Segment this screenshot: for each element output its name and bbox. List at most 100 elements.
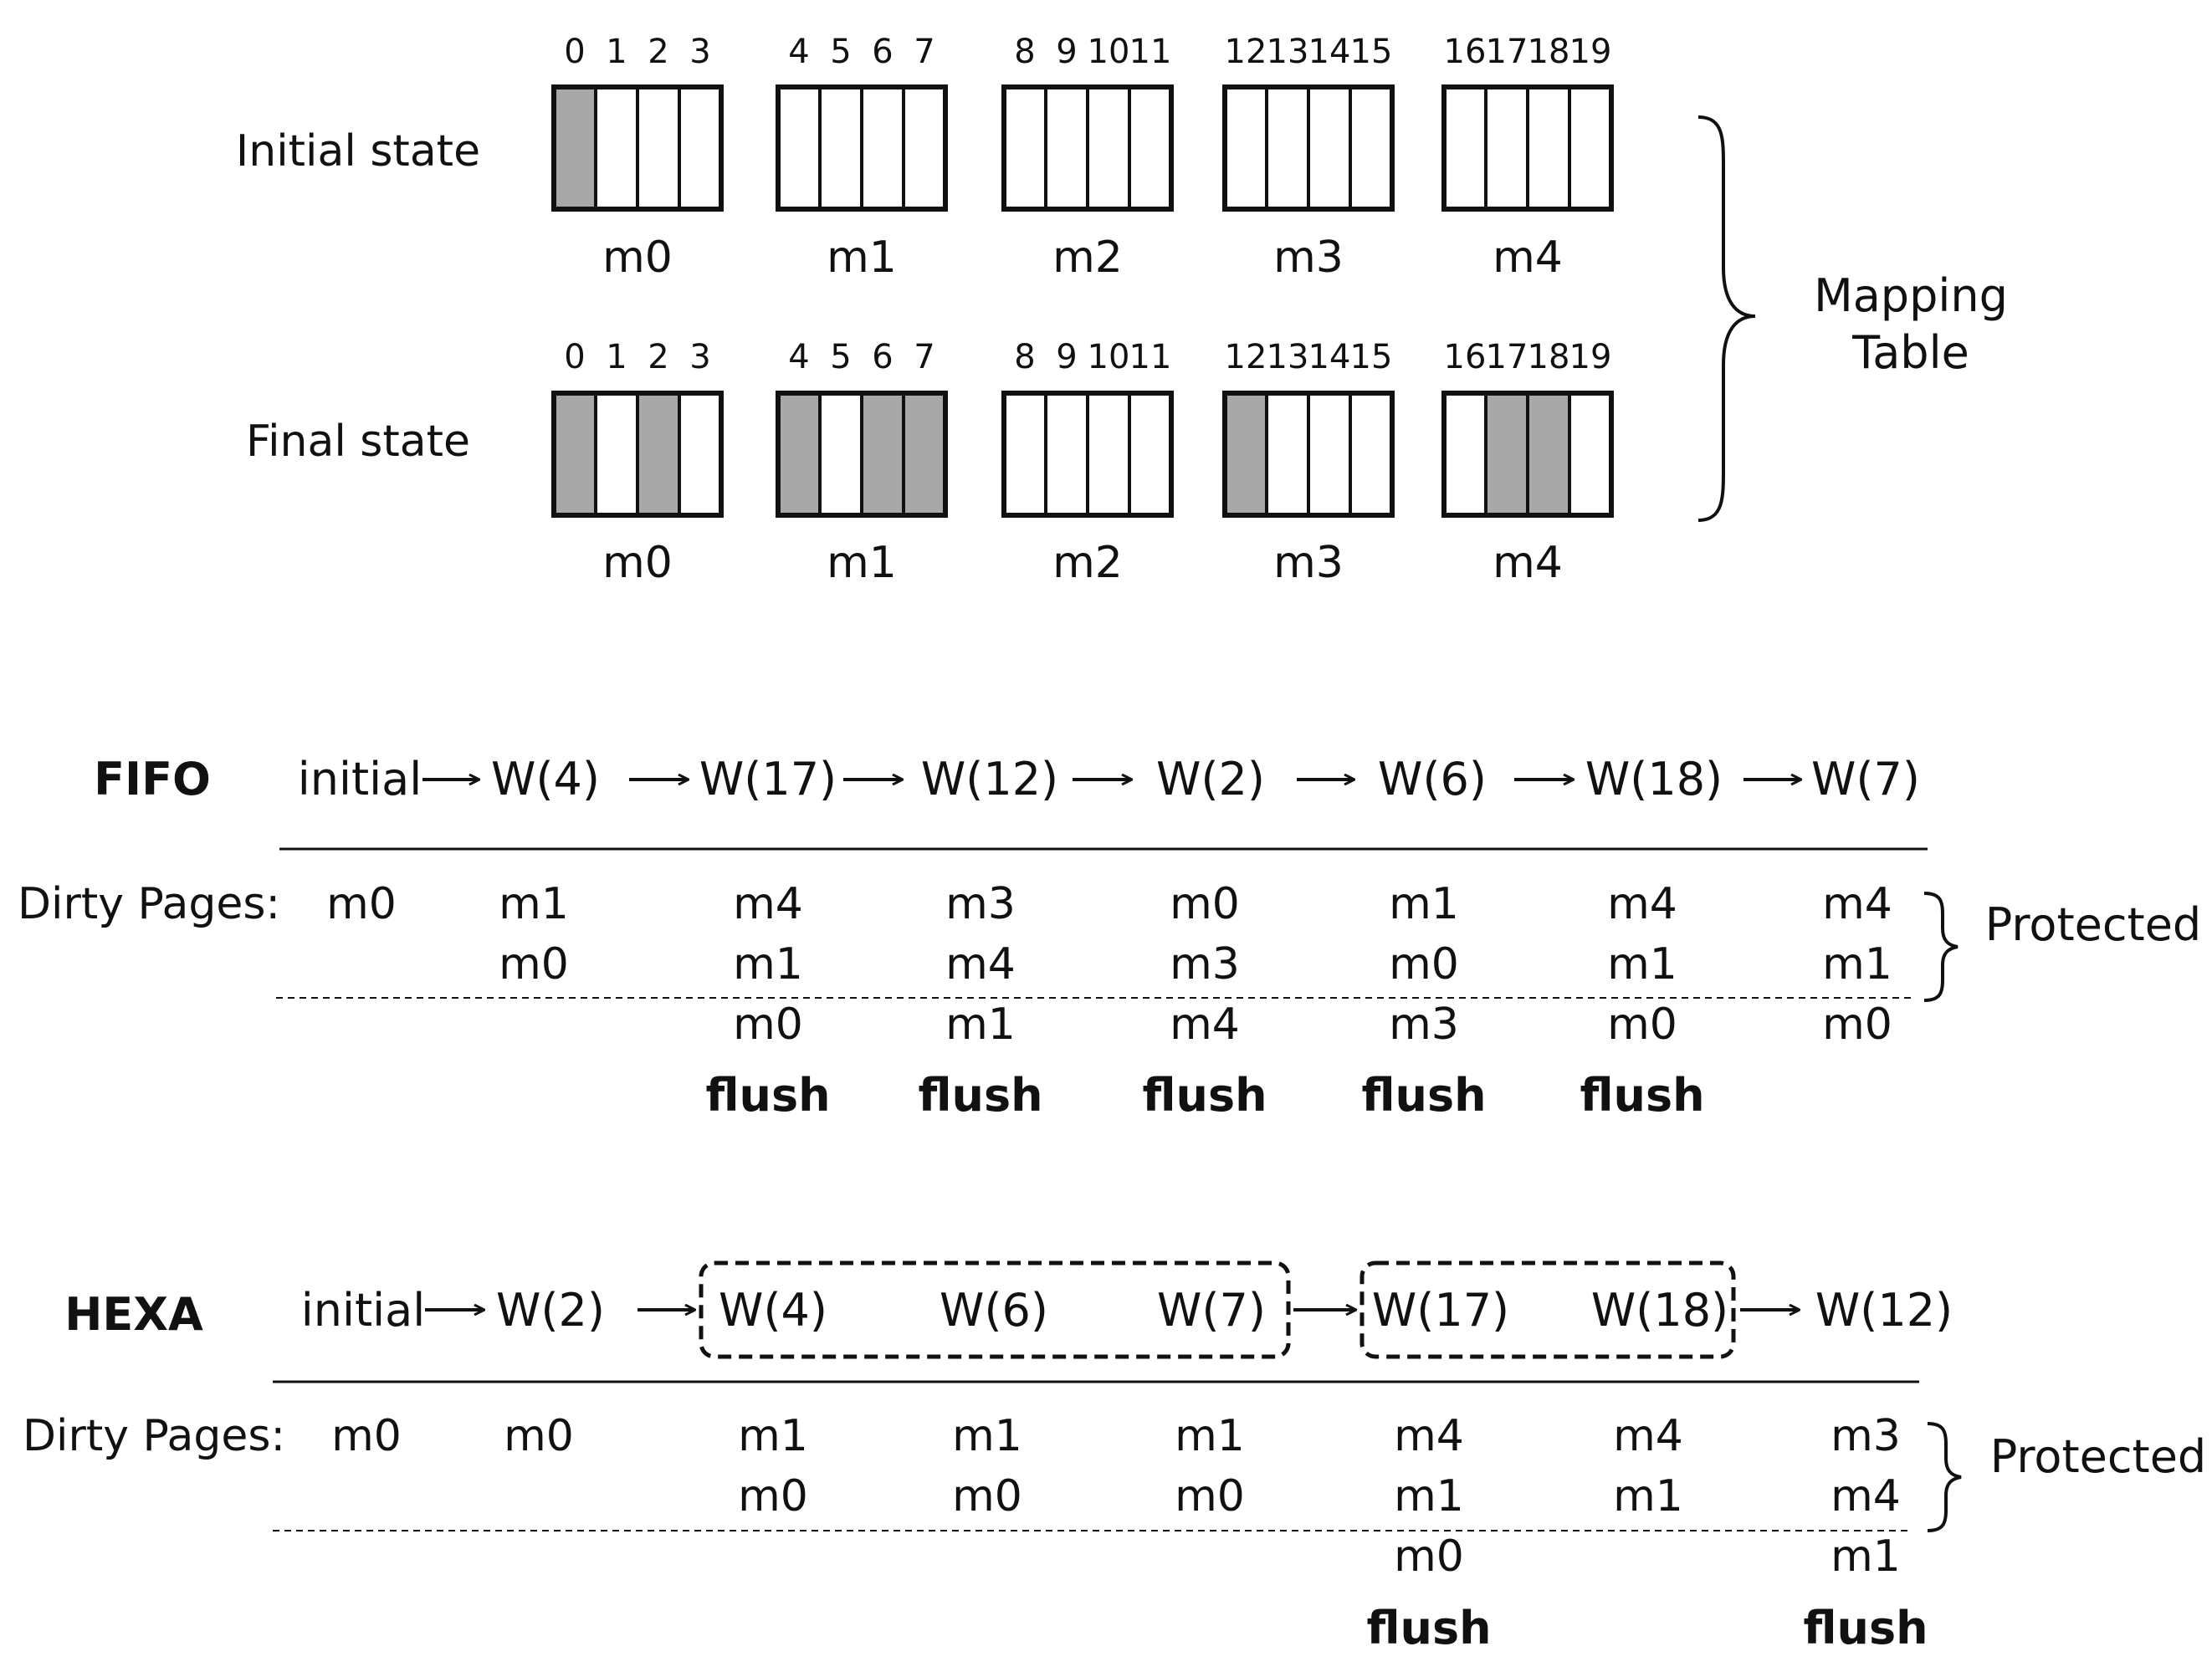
mapping-cell (1307, 85, 1352, 211)
mapping-cell (1526, 85, 1571, 211)
mapping-index-label: 14 (1308, 338, 1351, 376)
hexa-dirty-page: m0 (738, 1471, 808, 1521)
mapping-block-label: m2 (1052, 233, 1123, 283)
mapping-block-m1 (776, 391, 948, 518)
hexa-dirty-page: m1 (1394, 1471, 1464, 1521)
hexa-dirty-page: m4 (1613, 1411, 1683, 1461)
hexa-write-7: W(12) (1815, 1284, 1953, 1337)
mapping-index-label: 17 (1486, 338, 1528, 376)
mapping-cell (552, 391, 597, 517)
mapping-cell (1568, 391, 1613, 517)
mapping-cell (636, 85, 681, 211)
fifo-flush-label: flush (1580, 1069, 1704, 1122)
fifo-protected-label: Protected (1985, 898, 2201, 951)
mapping-index-label: 10 (1088, 33, 1130, 71)
mapping-cell (1002, 85, 1047, 211)
mapping-cell (1442, 85, 1487, 211)
mapping-cell (1265, 391, 1310, 517)
hexa-write-5: W(17) (1372, 1284, 1509, 1337)
fifo-dirty-page: m4 (733, 879, 803, 929)
hexa-write-1: W(2) (496, 1284, 605, 1337)
mapping-block-m0 (551, 391, 724, 518)
mapping-cell (1349, 85, 1394, 211)
fifo-dirty-page: m4 (1822, 879, 1892, 929)
mapping-index-label: 2 (648, 33, 668, 71)
hexa-initial-label: initial (301, 1284, 426, 1337)
fifo-write-2: W(17) (699, 753, 837, 805)
mapping-index-label: 5 (830, 338, 851, 376)
mapping-index-label: 8 (1014, 33, 1035, 71)
fifo-dirty-page: m3 (1389, 1000, 1459, 1050)
final-state-label: Final state (246, 417, 470, 467)
fifo-write-4: W(2) (1156, 753, 1265, 805)
hexa-batch-2-box (1359, 1260, 1736, 1359)
mapping-block-m0 (551, 84, 724, 212)
hexa-dirty-page: m3 (1831, 1411, 1901, 1461)
mapping-cell (1223, 391, 1268, 517)
mapping-index-label: 19 (1569, 33, 1612, 71)
fifo-dirty-page: m0 (733, 1000, 803, 1050)
hexa-write-2: W(4) (719, 1284, 827, 1337)
fifo-dirty-page: m4 (1607, 879, 1677, 929)
mapping-cell (1526, 391, 1571, 517)
mapping-cell (1442, 391, 1487, 517)
mapping-cell (1044, 85, 1089, 211)
mapping-cell (552, 85, 597, 211)
fifo-dirty-page: m1 (1822, 939, 1892, 989)
hexa-protected-label: Protected (1990, 1430, 2206, 1483)
hexa-dirty-page: m0 (1175, 1471, 1245, 1521)
hexa-dirty-page: m1 (952, 1411, 1022, 1461)
mapping-index-label: 16 (1444, 33, 1487, 71)
mapping-index-label: 18 (1528, 33, 1570, 71)
mapping-index-label: 12 (1225, 33, 1267, 71)
mapping-cell (1086, 391, 1131, 517)
mapping-index-label: 7 (914, 338, 934, 376)
fifo-dirty-page: m0 (1822, 1000, 1892, 1050)
hexa-title: HEXA (64, 1288, 203, 1341)
hexa-dirty-page: m0 (1394, 1531, 1464, 1582)
mapping-index-label: 11 (1129, 338, 1172, 376)
fifo-dirty-page: m3 (1170, 939, 1240, 989)
fifo-dirty-page: m0 (326, 879, 397, 929)
mapping-cell (776, 391, 822, 517)
mapping-cell (902, 391, 947, 517)
fifo-protected-brace (1923, 892, 1959, 1002)
hexa-dirty-page: m4 (1394, 1411, 1464, 1461)
mapping-block-label: m4 (1493, 538, 1563, 588)
mapping-cell (818, 391, 863, 517)
mapping-brace (1697, 115, 1756, 522)
hexa-flush-label: flush (1803, 1602, 1928, 1654)
hexa-dirty-page: m0 (331, 1411, 402, 1461)
fifo-dirty-page: m1 (499, 879, 569, 929)
mapping-cell (1484, 85, 1529, 211)
fifo-dirty-page: m0 (1607, 1000, 1677, 1050)
fifo-flush-label: flush (1142, 1069, 1267, 1122)
mapping-cell (1128, 391, 1173, 517)
hexa-write-4: W(7) (1157, 1284, 1266, 1337)
mapping-index-label: 13 (1267, 33, 1309, 71)
mapping-index-label: 6 (872, 338, 893, 376)
mapping-index-label: 15 (1350, 338, 1393, 376)
fifo-dirty-page: m3 (945, 879, 1016, 929)
mapping-block-label: m0 (602, 233, 673, 283)
mapping-cell (1086, 85, 1131, 211)
hexa-dirty-page: m1 (1175, 1411, 1245, 1461)
mapping-cell (860, 85, 905, 211)
mapping-block-label: m3 (1273, 233, 1344, 283)
mapping-cell (776, 85, 822, 211)
mapping-cell (678, 391, 723, 517)
mapping-block-m2 (1001, 391, 1174, 518)
mapping-cell (678, 85, 723, 211)
mapping-block-label: m1 (827, 538, 897, 588)
hexa-protected-brace (1927, 1422, 1962, 1532)
fifo-write-7: W(7) (1811, 753, 1920, 805)
initial-state-label: Initial state (236, 126, 480, 176)
mapping-cell (1265, 85, 1310, 211)
mapping-index-label: 9 (1056, 338, 1077, 376)
